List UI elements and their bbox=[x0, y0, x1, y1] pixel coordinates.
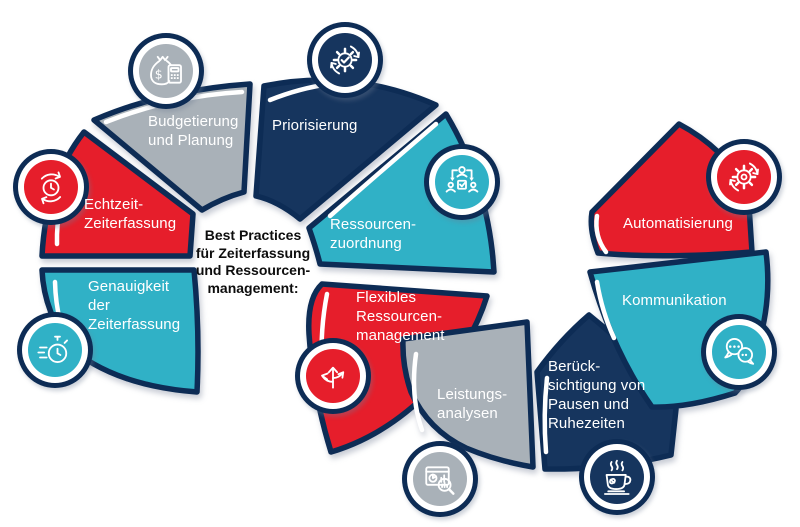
segment-label-kommunikation: Kommunikation bbox=[622, 292, 727, 309]
gear-check-icon bbox=[307, 22, 383, 98]
segment-priorisierung-shape bbox=[253, 77, 439, 222]
segment-label-automatisierung: Automatisierung bbox=[623, 215, 733, 232]
svg-text:$: $ bbox=[155, 67, 163, 82]
chart-magnifier-icon bbox=[402, 441, 478, 517]
speed-stopwatch-icon bbox=[17, 312, 93, 388]
clock-sync-icon bbox=[13, 149, 89, 225]
coffee-cup-icon bbox=[579, 439, 655, 515]
segment-label-priorisierung: Priorisierung bbox=[272, 117, 358, 134]
chat-bubbles-icon bbox=[701, 314, 777, 390]
segment-label-ressourcenzuordnung: Ressourcen-zuordnung bbox=[330, 216, 417, 252]
team-assignment-icon bbox=[424, 144, 500, 220]
highlight-stripe bbox=[327, 121, 439, 219]
segment-label-leistungsanalysen: Leistungs-analysen bbox=[437, 386, 508, 422]
money-bag-calculator-icon: $ bbox=[128, 33, 204, 109]
highlight-stripe bbox=[542, 375, 550, 455]
gear-sync-icon bbox=[706, 139, 782, 215]
segment-budgetierung-shape bbox=[91, 81, 253, 213]
diagram-title: Best Practices für Zeiterfassung und Res… bbox=[195, 227, 311, 296]
highlight-stripe bbox=[594, 279, 617, 341]
branching-arrows-icon bbox=[295, 338, 371, 414]
segment-leistungsanalysen-shape bbox=[400, 319, 536, 470]
highlight-stripe bbox=[411, 351, 425, 433]
highlight-stripe bbox=[594, 213, 609, 255]
segment-label-echtzeit: Echtzeit-Zeiterfassung bbox=[84, 196, 177, 232]
